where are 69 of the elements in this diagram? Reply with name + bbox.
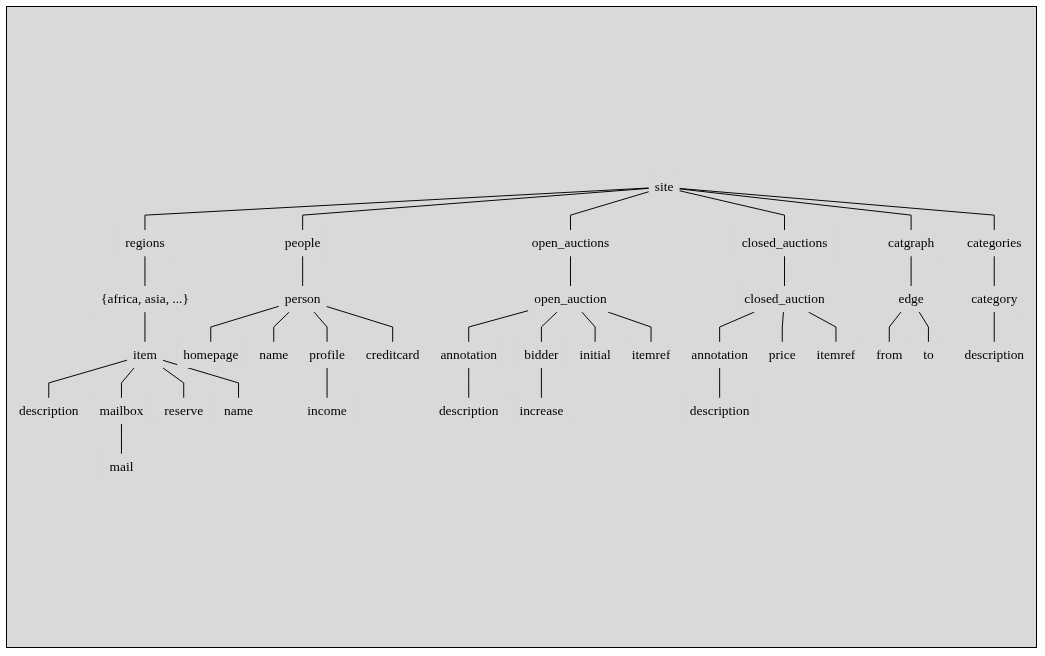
node-text: description	[438, 403, 499, 418]
connector	[784, 255, 785, 287]
connector	[678, 187, 995, 231]
connector	[273, 311, 290, 343]
node-text: name	[223, 403, 254, 418]
node-text: itemref	[816, 347, 856, 363]
connector	[468, 367, 470, 399]
node-text: to	[923, 347, 934, 363]
node-text: closed_auctions	[741, 235, 828, 251]
connector	[719, 311, 755, 343]
node-text: {africa, asia, ...}	[101, 291, 189, 307]
node-text: bidder	[524, 347, 559, 363]
connector	[210, 305, 280, 343]
node-text: annotation	[440, 347, 498, 363]
connector	[468, 310, 529, 343]
connector	[313, 311, 328, 343]
connector	[678, 188, 912, 231]
connector	[540, 311, 558, 343]
connector	[808, 311, 837, 343]
node-text: open_auction	[534, 291, 607, 307]
connector	[121, 367, 135, 399]
connector	[581, 311, 596, 343]
node-text: name	[259, 347, 289, 363]
node-text: from	[876, 347, 903, 363]
connector	[888, 311, 902, 343]
connector	[121, 423, 122, 455]
node-text: closed_auction	[744, 291, 825, 307]
node-text: profile	[309, 347, 345, 363]
connector	[678, 190, 785, 231]
node-text: income	[307, 403, 347, 418]
node-text: catgraph	[887, 235, 935, 251]
connector	[162, 367, 185, 399]
connector	[993, 311, 995, 343]
connector	[570, 191, 650, 231]
node-text: creditcard	[365, 347, 420, 363]
connector	[918, 311, 929, 343]
connector	[48, 359, 128, 399]
node-text: homepage	[183, 347, 239, 363]
connector	[781, 311, 784, 343]
node-text: description	[964, 347, 1025, 363]
node-text: increase	[519, 403, 564, 418]
node-text: initial	[579, 347, 611, 363]
node-text: price	[768, 347, 796, 363]
node-text: itemref	[631, 347, 671, 363]
connector	[540, 367, 542, 399]
connector	[570, 255, 571, 287]
connector	[993, 255, 995, 287]
node-text: annotation	[691, 347, 748, 363]
connector	[144, 187, 650, 231]
node-text: categories	[967, 235, 1022, 251]
connector	[302, 255, 304, 287]
node-text: site	[654, 179, 674, 195]
node-text: open_auctions	[531, 235, 610, 251]
node-text: mailbox	[99, 403, 144, 418]
connector	[302, 187, 650, 231]
connector	[326, 305, 394, 343]
node-text: mail	[109, 459, 134, 474]
node-text: item	[133, 347, 157, 363]
node-text: reserve	[164, 403, 204, 418]
node-text: description	[18, 403, 79, 418]
node-text: category	[971, 291, 1018, 307]
node-text: people	[284, 235, 321, 251]
node-text: person	[284, 291, 321, 307]
connector	[719, 367, 721, 399]
node-text: description	[689, 403, 750, 418]
node-text: regions	[125, 235, 165, 251]
connector	[162, 359, 239, 399]
connector	[607, 311, 652, 343]
node-text: edge	[898, 291, 924, 307]
